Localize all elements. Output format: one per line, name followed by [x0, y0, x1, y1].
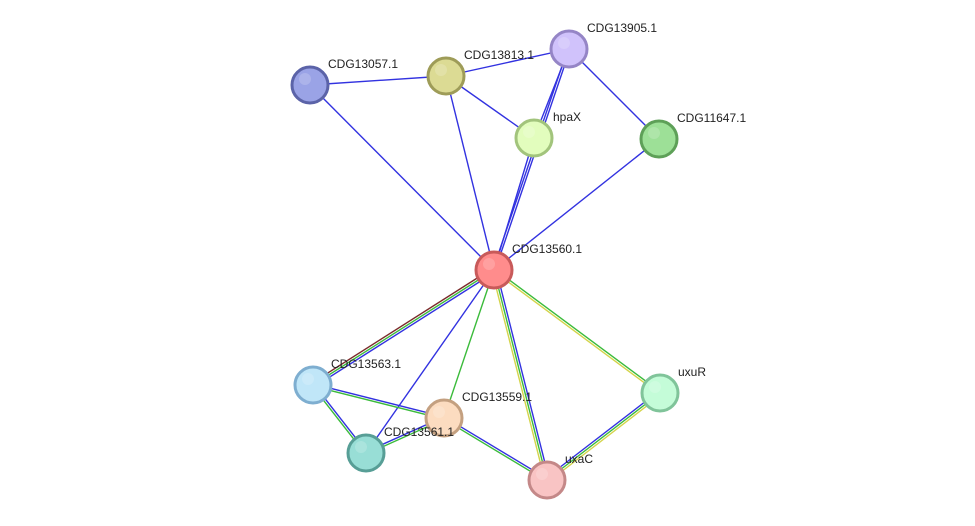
- edge-line: [493, 137, 535, 271]
- edges-layer: [309, 48, 662, 483]
- edge-line: [546, 392, 661, 481]
- node-highlight: [523, 126, 535, 138]
- node-label: CDG11647.1: [677, 111, 746, 125]
- node-hpaX[interactable]: hpaX: [514, 110, 581, 158]
- edge-CDG13057.1-CDG13813.1: [309, 75, 447, 86]
- edge-line: [494, 49, 571, 271]
- node-highlight: [302, 373, 314, 385]
- edge-line: [443, 418, 547, 482]
- node-highlight: [536, 468, 548, 480]
- edge-line: [492, 270, 660, 395]
- edge-line: [495, 269, 550, 480]
- node-CDG13563.1[interactable]: CDG13563.1: [293, 357, 401, 405]
- edge-line: [445, 48, 570, 77]
- edge-line: [493, 138, 660, 271]
- edge-line: [568, 48, 660, 140]
- edge-CDG13560.1-CDG13559.1: [443, 269, 495, 419]
- node-highlight: [648, 127, 660, 139]
- node-label: CDG13560.1: [512, 242, 582, 256]
- node-highlight: [483, 258, 495, 270]
- edge-line: [312, 385, 444, 420]
- edge-uxaC-uxuR: [545, 390, 662, 483]
- edge-line: [494, 268, 662, 393]
- node-CDG13561.1[interactable]: CDG13561.1: [346, 425, 454, 473]
- node-circle[interactable]: [640, 373, 680, 413]
- node-highlight: [433, 406, 445, 418]
- edge-CDG13563.1-CDG13559.1: [312, 383, 445, 420]
- edge-line: [493, 269, 548, 481]
- edge-line: [443, 269, 495, 419]
- node-label: hpaX: [553, 110, 581, 124]
- node-CDG13905.1[interactable]: CDG13905.1: [549, 21, 657, 69]
- node-circle[interactable]: [293, 365, 333, 405]
- node-highlight: [558, 37, 570, 49]
- node-circle[interactable]: [549, 29, 589, 69]
- edge-CDG13905.1-CDG11647.1: [568, 48, 660, 140]
- node-label: CDG13905.1: [587, 21, 657, 35]
- node-highlight: [649, 381, 661, 393]
- node-uxaC[interactable]: uxaC: [527, 452, 593, 500]
- node-circle[interactable]: [514, 118, 554, 158]
- edge-CDG13560.1-CDG13561.1: [365, 269, 495, 454]
- node-CDG13559.1[interactable]: CDG13559.1: [424, 390, 532, 438]
- node-CDG13057.1[interactable]: CDG13057.1: [290, 57, 398, 105]
- edge-CDG13560.1-CDG13813.1: [445, 75, 495, 271]
- node-circle[interactable]: [639, 119, 679, 159]
- node-label: CDG13057.1: [328, 57, 398, 71]
- edge-CDG13560.1-CDG13563.1: [311, 267, 496, 388]
- nodes-layer: CDG13560.1 CDG13057.1 CDG13813.1 CDG13905.1…: [290, 21, 746, 500]
- node-highlight: [355, 441, 367, 453]
- edge-line: [547, 394, 662, 483]
- node-label: uxuR: [678, 365, 706, 379]
- edge-CDG13560.1-hpaX: [493, 137, 535, 271]
- edge-line: [545, 390, 660, 479]
- edge-line: [312, 269, 495, 386]
- edge-line: [313, 383, 445, 418]
- edge-line: [491, 270, 546, 481]
- node-CDG13560.1[interactable]: CDG13560.1: [474, 242, 582, 290]
- edge-line: [444, 416, 548, 480]
- edge-line: [311, 267, 494, 384]
- edge-CDG13560.1-uxaC: [491, 269, 550, 481]
- node-circle[interactable]: [527, 460, 567, 500]
- node-circle[interactable]: [346, 433, 386, 473]
- edge-CDG13560.1-CDG13057.1: [309, 84, 495, 271]
- node-circle[interactable]: [426, 56, 466, 96]
- edge-line: [309, 84, 495, 271]
- node-label: CDG13813.1: [464, 48, 534, 62]
- node-label: CDG13561.1: [384, 425, 454, 439]
- node-CDG11647.1[interactable]: CDG11647.1: [639, 111, 746, 159]
- node-CDG13813.1[interactable]: CDG13813.1: [426, 48, 534, 96]
- node-label: uxaC: [565, 452, 593, 466]
- edge-line: [365, 269, 495, 454]
- node-circle[interactable]: [290, 65, 330, 105]
- edge-CDG13560.1-CDG11647.1: [493, 138, 660, 271]
- node-label: CDG13559.1: [462, 390, 532, 404]
- node-circle[interactable]: [424, 398, 464, 438]
- edge-CDG13813.1-CDG13905.1: [445, 48, 570, 77]
- edge-CDG13559.1-uxaC: [443, 416, 548, 482]
- edge-line: [309, 75, 447, 86]
- node-highlight: [299, 73, 311, 85]
- edge-line: [445, 75, 495, 271]
- edge-CDG13560.1-uxuR: [492, 268, 662, 395]
- node-highlight: [435, 64, 447, 76]
- node-circle[interactable]: [474, 250, 514, 290]
- node-uxuR[interactable]: uxuR: [640, 365, 706, 413]
- edge-line: [313, 271, 496, 388]
- node-label: CDG13563.1: [331, 357, 401, 371]
